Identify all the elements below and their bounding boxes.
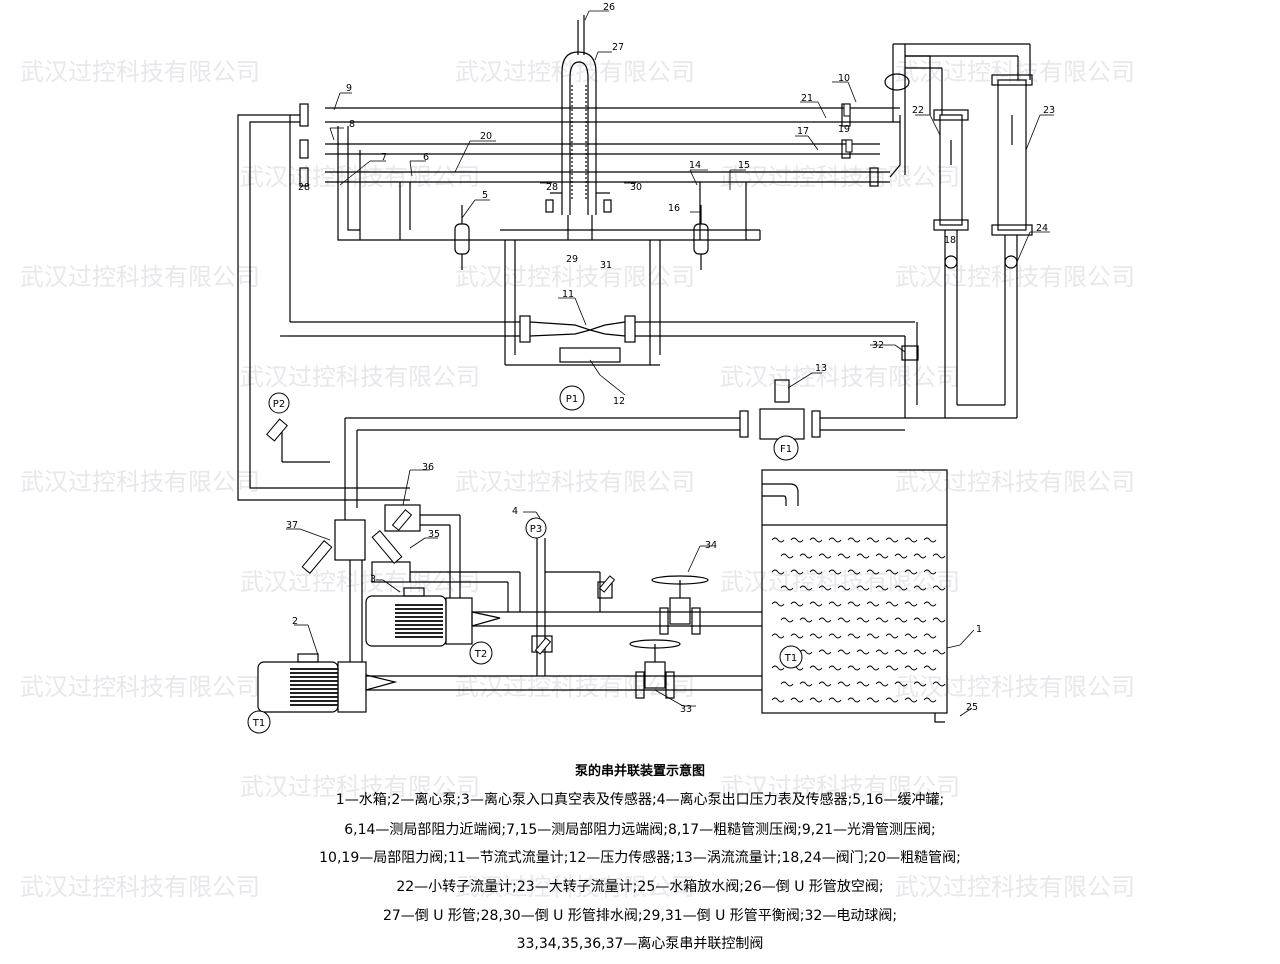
watermark-text: 武汉过控科技有限公司 [720, 163, 960, 191]
watermark-text: 武汉过控科技有限公司 [20, 673, 260, 701]
watermark-text: 武汉过控科技有限公司 [720, 773, 960, 801]
instrument-t1-pump: T1 [252, 718, 265, 729]
gate-valve-33 [629, 639, 681, 699]
callout-5: 5 [482, 190, 488, 201]
watermark-text: 武汉过控科技有限公司 [240, 363, 480, 391]
watermark-text: 武汉过控科技有限公司 [455, 673, 695, 701]
callout-19: 19 [838, 124, 850, 135]
callout-29: 29 [566, 254, 578, 265]
callout-34: 34 [705, 540, 717, 551]
diagram-title: 泵的串并联装置示意图 [574, 764, 705, 779]
water-tank [761, 469, 948, 723]
watermark-text: 武汉过控科技有限公司 [20, 58, 260, 86]
legend-line-4: 22—小转子流量计;23—大转子流量计;25—水箱放水阀;26—倒 U 形管放空… [396, 879, 884, 895]
series-parallel-piping [334, 504, 613, 676]
callout-9: 9 [346, 83, 352, 94]
instrument-f1: F1 [780, 444, 792, 455]
instrument-t2: T2 [474, 649, 487, 660]
gate-valve-34 [651, 575, 709, 635]
watermark-text: 武汉过控科技有限公司 [455, 58, 695, 86]
rotameter-large [991, 74, 1033, 236]
watermark-text: 武汉过控科技有限公司 [240, 773, 480, 801]
watermark-text: 武汉过控科技有限公司 [455, 263, 695, 291]
legend-line-2: 6,14—测局部阻力近端阀;7,15—测局部阻力远端阀;8,17—粗糙管测压阀;… [344, 822, 936, 838]
callout-1: 1 [976, 624, 982, 635]
watermark-text: 武汉过控科技有限公司 [720, 363, 960, 391]
legend-line-5: 27—倒 U 形管;28,30—倒 U 形管排水阀;29,31—倒 U 形管平衡… [382, 908, 898, 924]
watermark-text: 武汉过控科技有限公司 [455, 873, 695, 901]
return-pipes [820, 230, 1018, 431]
callout-10: 10 [838, 73, 850, 84]
watermark-text: 武汉过控科技有限公司 [20, 468, 260, 496]
callout-35: 35 [428, 529, 440, 540]
callout-leaders [286, 10, 1054, 717]
flowmeter-orifice [280, 115, 915, 366]
callout-11: 11 [562, 289, 574, 300]
watermark-text: 武汉过控科技有限公司 [895, 468, 1135, 496]
callout-21: 21 [801, 93, 813, 104]
legend-line-3: 10,19—局部阻力阀;11—节流式流量计;12—压力传感器;13—涡流流量计;… [319, 850, 961, 866]
instrument-p2: P2 [273, 399, 285, 410]
legend-line-1: 1—水箱;2—离心泵;3—离心泵入口真空表及传感器;4—离心泵出口压力表及传感器… [335, 792, 945, 808]
callout-28-upper: 28 [298, 182, 310, 193]
callout-7: 7 [381, 152, 387, 163]
callout-30: 30 [630, 182, 642, 193]
callout-37: 37 [286, 520, 298, 531]
callout-6: 6 [423, 152, 429, 163]
callout-3: 3 [370, 574, 376, 585]
test-pipe-bank [237, 43, 1031, 501]
watermark-text: 武汉过控科技有限公司 [455, 468, 695, 496]
callout-33: 33 [680, 704, 692, 715]
pump-2 [257, 653, 762, 713]
callout-23: 23 [1043, 105, 1055, 116]
watermark-text: 武汉过控科技有限公司 [20, 873, 260, 901]
instrument-bubbles [247, 385, 803, 734]
inverted-u-manometer [545, 15, 612, 240]
callout-13: 13 [815, 363, 827, 374]
pump-3 [365, 587, 762, 647]
callout-22: 22 [912, 105, 924, 116]
callout-12: 12 [613, 396, 625, 407]
callout-31: 31 [600, 260, 612, 271]
legend-line-6: 33,34,35,36,37—离心泵串并联控制阀 [516, 936, 764, 952]
callout-18: 18 [944, 235, 956, 246]
callout-14: 14 [689, 160, 701, 171]
callout-4: 4 [512, 506, 518, 517]
callout-27: 27 [612, 42, 624, 53]
callout-32: 32 [872, 340, 884, 351]
callout-2: 2 [292, 616, 298, 627]
callout-36: 36 [422, 462, 434, 473]
callout-8: 8 [349, 119, 355, 130]
watermarks: 武汉过控科技有限公司 武汉过控科技有限公司 武汉过控科技有限公司 武汉过控科技有… [20, 58, 1135, 901]
supply-pipe [281, 379, 821, 520]
callout-25: 25 [966, 702, 978, 713]
watermark-text: 武汉过控科技有限公司 [895, 673, 1135, 701]
instrument-p3: P3 [530, 524, 542, 535]
callout-26: 26 [603, 2, 615, 13]
watermark-text: 武汉过控科技有限公司 [895, 263, 1135, 291]
rotameter-small [933, 109, 969, 231]
instrument-p1: P1 [566, 394, 578, 405]
watermark-text: 武汉过控科技有限公司 [895, 873, 1135, 901]
callout-15: 15 [738, 160, 750, 171]
water-surface-pattern [771, 537, 946, 703]
callout-28-lower: 28 [546, 182, 558, 193]
callout-24: 24 [1036, 223, 1048, 234]
callout-16: 16 [668, 203, 680, 214]
callout-20: 20 [480, 131, 492, 142]
watermark-text: 武汉过控科技有限公司 [720, 568, 960, 596]
instrument-t1-tank: T1 [784, 653, 797, 664]
callout-17: 17 [797, 126, 809, 137]
manual-valve-handles [266, 103, 853, 655]
watermark-text: 武汉过控科技有限公司 [20, 263, 260, 291]
watermark-text: 武汉过控科技有限公司 [895, 58, 1135, 86]
